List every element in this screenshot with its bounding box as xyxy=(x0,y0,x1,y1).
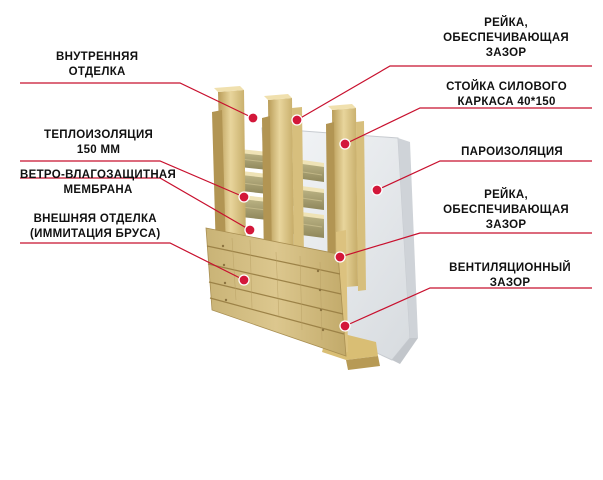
label-insulation: ТЕПЛОИЗОЛЯЦИЯ 150 ММ xyxy=(44,128,153,158)
label-vent-gap: ВЕНТИЛЯЦИОННЫЙ ЗАЗОР xyxy=(449,261,571,291)
marker-frame-post xyxy=(340,139,350,149)
label-outer-finish: ВНЕШНЯЯ ОТДЕЛКА (ИММИТАЦИЯ БРУСА) xyxy=(30,212,160,242)
marker-batten-bottom xyxy=(335,252,345,262)
marker-vapor-barrier xyxy=(372,185,382,195)
marker-batten-top xyxy=(292,115,302,125)
label-frame-post: СТОЙКА СИЛОВОГО КАРКАСА 40*150 xyxy=(446,80,567,110)
marker-inner-finish xyxy=(248,113,258,123)
marker-outer-finish xyxy=(239,275,249,285)
marker-wind-membrane xyxy=(245,225,255,235)
marker-vent-gap xyxy=(340,321,350,331)
label-vapor-barrier: ПАРОИЗОЛЯЦИЯ xyxy=(461,145,563,160)
marker-insulation xyxy=(239,192,249,202)
label-inner-finish: ВНУТРЕННЯЯ ОТДЕЛКА xyxy=(56,50,138,80)
label-batten-top: РЕЙКА, ОБЕСПЕЧИВАЮЩАЯ ЗАЗОР xyxy=(443,16,569,61)
label-wind-membrane: ВЕТРО-ВЛАГОЗАЩИТНАЯ МЕМБРАНА xyxy=(20,168,176,198)
label-batten-bottom: РЕЙКА, ОБЕСПЕЧИВАЮЩАЯ ЗАЗОР xyxy=(443,188,569,233)
